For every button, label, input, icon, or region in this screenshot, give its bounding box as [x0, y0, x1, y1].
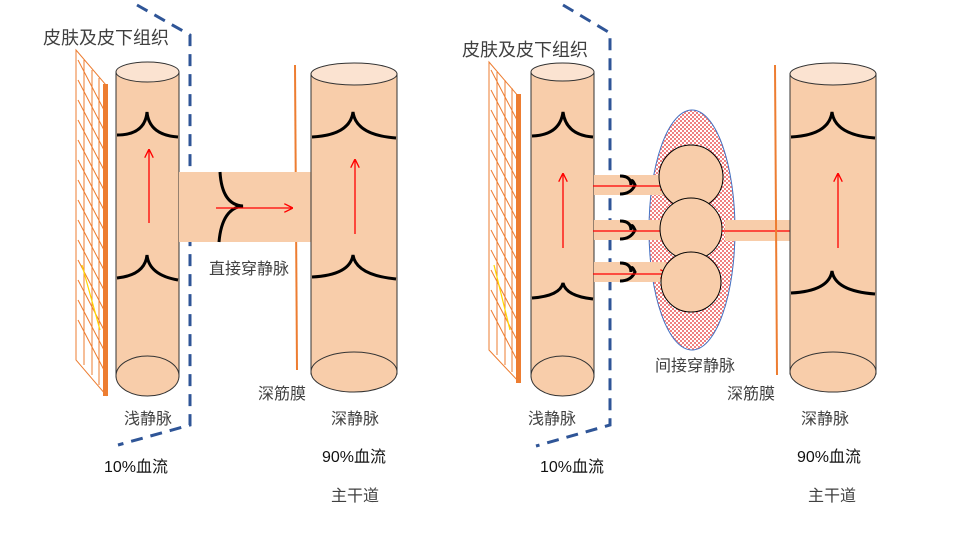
valve-icon	[217, 171, 244, 243]
panel-indirect	[488, 3, 877, 448]
muscle-node	[660, 251, 722, 313]
indirect-perforators	[593, 174, 668, 283]
deep-fascia-label: 深筋膜	[727, 384, 776, 403]
panel-direct	[75, 3, 398, 447]
deep-flow-label: 90%血流	[322, 449, 387, 466]
valve-icon	[790, 111, 876, 140]
valve-icon	[116, 254, 179, 282]
valve-icon	[619, 174, 637, 196]
valve-icon	[311, 254, 397, 281]
superficial-flow-label: 10%血流	[540, 459, 605, 476]
perforator-label: 直接穿静脉	[209, 259, 290, 278]
deep-flow-label: 90%血流	[797, 449, 862, 466]
valve-icon	[531, 282, 594, 301]
boundary-dashed-line	[117, 3, 192, 447]
direct-perforator	[179, 171, 312, 243]
deep-fascia-line	[774, 64, 778, 376]
perforator-label: 间接穿静脉	[655, 356, 736, 375]
valve-icon	[619, 261, 637, 283]
superficial-vein-label: 浅静脉	[124, 409, 173, 428]
valve-icon	[619, 219, 637, 241]
deep-vein-label: 深静脉	[331, 409, 380, 428]
skin-label: 皮肤及皮下组织	[462, 40, 588, 61]
valve-icon	[116, 111, 179, 139]
skin-layer	[488, 60, 521, 384]
superficial-vein	[530, 62, 595, 397]
superficial-flow-label: 10%血流	[104, 459, 169, 476]
valve-icon	[790, 270, 876, 296]
valve-icon	[311, 111, 397, 140]
deep-vein	[789, 62, 877, 393]
main-trunk-label: 主干道	[331, 486, 380, 505]
main-trunk-label: 主干道	[808, 486, 857, 505]
superficial-vein-label: 浅静脉	[528, 409, 577, 428]
superficial-vein	[115, 61, 180, 397]
valve-icon	[531, 111, 594, 139]
skin-layer	[75, 48, 108, 397]
skin-label: 皮肤及皮下组织	[43, 28, 169, 49]
deep-fascia-label: 深筋膜	[258, 384, 307, 403]
deep-vein-label: 深静脉	[801, 409, 850, 428]
deep-vein	[310, 62, 398, 393]
muscle-node	[659, 197, 723, 261]
